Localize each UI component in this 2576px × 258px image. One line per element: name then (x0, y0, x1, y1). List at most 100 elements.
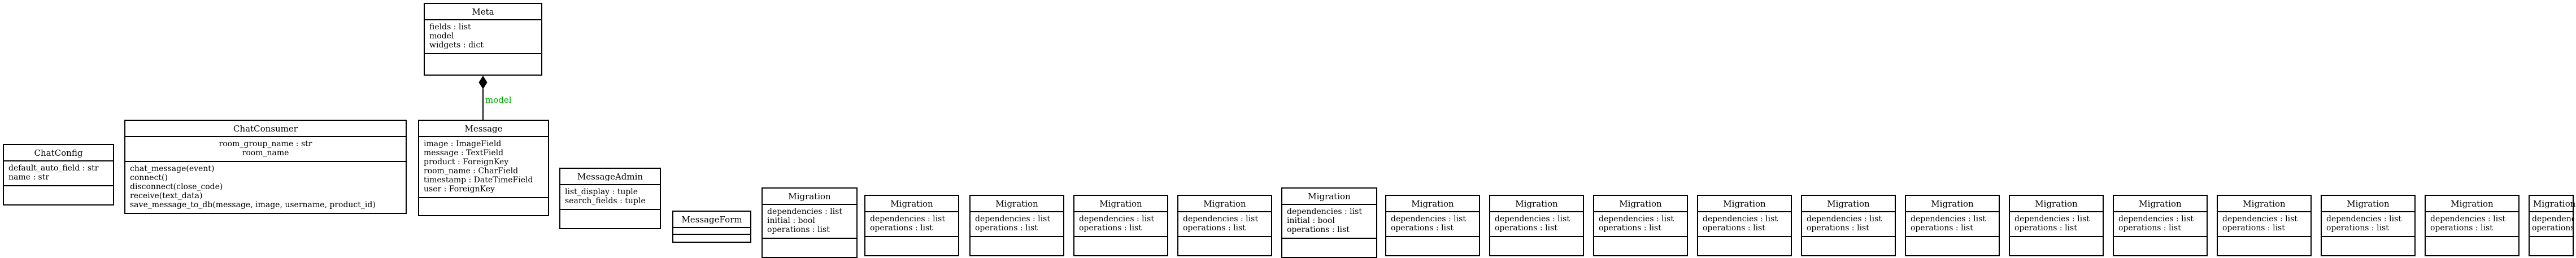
class-attributes: room_group_name : str room_name (125, 137, 406, 162)
class-migration-12[interactable]: Migration dependencies : list operations… (1905, 195, 2000, 256)
class-messageform[interactable]: MessageForm (672, 211, 751, 243)
class-name: MessageForm (673, 212, 750, 228)
class-attributes: dependencies : list operations : list (2010, 212, 2103, 237)
class-operations (2114, 237, 2207, 255)
class-migration-11[interactable]: Migration dependencies : list operations… (1801, 195, 1896, 256)
class-name: Message (419, 121, 548, 137)
class-name: Migration (1802, 196, 1895, 212)
class-migration-5[interactable]: Migration dependencies : list operations… (1177, 195, 1272, 256)
composition-diamond-icon (478, 76, 488, 89)
class-migration-2[interactable]: Migration dependencies : list operations… (864, 195, 959, 256)
class-name: Migration (1282, 189, 1376, 205)
class-attributes: dependencies : list initial : bool opera… (763, 205, 856, 239)
class-attributes: dependencies : list operations : list (1178, 212, 1271, 237)
class-operations (1282, 239, 1376, 257)
class-operations (4, 186, 113, 204)
class-name: Migration (1490, 196, 1583, 212)
class-attributes: dependencies : list initial : bool opera… (1282, 205, 1376, 239)
class-chatconsumer[interactable]: ChatConsumer room_group_name : str room_… (124, 120, 407, 214)
class-operations (1802, 237, 1895, 255)
class-name: Migration (763, 189, 856, 205)
class-diagram: model Meta fields : list model widgets :… (3, 3, 2575, 258)
class-attributes: dependencies : list operations : list (971, 212, 1063, 237)
class-migration-14[interactable]: Migration dependencies : list operations… (2113, 195, 2208, 256)
class-name: Migration (2114, 196, 2207, 212)
class-operations (419, 198, 548, 215)
class-messageadmin[interactable]: MessageAdmin list_display : tuple search… (559, 168, 661, 229)
class-attributes: dependencies : list operations : list (1074, 212, 1167, 237)
class-migration-3[interactable]: Migration dependencies : list operations… (969, 195, 1064, 256)
class-name: Migration (1906, 196, 1999, 212)
class-migration-6[interactable]: Migration dependencies : list initial : … (1281, 187, 1377, 258)
class-operations (1074, 237, 1167, 255)
class-attributes: fields : list model widgets : dict (425, 20, 541, 54)
class-migration-15[interactable]: Migration dependencies : list operations… (2217, 195, 2312, 256)
class-migration-13[interactable]: Migration dependencies : list operations… (2009, 195, 2104, 256)
class-attributes: dependencies : list operations : list (2530, 212, 2573, 237)
class-name: Migration (865, 196, 958, 212)
class-operations (2010, 237, 2103, 255)
class-operations: chat_message(event) connect() disconnect… (130, 164, 376, 209)
class-operations (2530, 237, 2573, 255)
class-name: ChatConsumer (125, 121, 406, 137)
class-migration-8[interactable]: Migration dependencies : list operations… (1489, 195, 1584, 256)
class-operations (2426, 237, 2518, 255)
class-attributes: dependencies : list operations : list (1906, 212, 1999, 237)
class-migration-18[interactable]: Migration dependencies : list operations… (2529, 195, 2575, 256)
class-name: Migration (2218, 196, 2310, 212)
class-migration-4[interactable]: Migration dependencies : list operations… (1073, 195, 1168, 256)
class-name: Migration (2530, 196, 2575, 212)
class-operations (1490, 237, 1583, 255)
class-message[interactable]: Message image : ImageField message : Tex… (418, 120, 549, 216)
class-name: MessageAdmin (560, 169, 660, 185)
class-name: Migration (1074, 196, 1167, 212)
class-operations (425, 54, 541, 75)
class-attributes: dependencies : list operations : list (1594, 212, 1687, 237)
class-operations (673, 235, 750, 242)
class-chatconfig[interactable]: ChatConfig default_auto_field : str name… (3, 144, 114, 205)
class-migration-1[interactable]: Migration dependencies : list initial : … (762, 187, 858, 258)
class-operations (560, 210, 660, 228)
class-operations (2322, 237, 2414, 255)
class-operations (1906, 237, 1999, 255)
class-name: Migration (971, 196, 1063, 212)
class-operations (971, 237, 1063, 255)
class-operations (1594, 237, 1687, 255)
relation-edges (478, 76, 488, 120)
class-attributes: dependencies : list operations : list (1386, 212, 1479, 237)
class-migration-16[interactable]: Migration dependencies : list operations… (2321, 195, 2416, 256)
class-name: Migration (1594, 196, 1687, 212)
class-operations (865, 237, 958, 255)
class-attributes: dependencies : list operations : list (2322, 212, 2414, 237)
relation-label-model: model (485, 95, 512, 105)
class-attributes: dependencies : list operations : list (2426, 212, 2518, 237)
class-attributes: dependencies : list operations : list (1698, 212, 1791, 237)
class-name: Migration (2322, 196, 2414, 212)
class-operations (763, 239, 856, 257)
class-attributes: dependencies : list operations : list (1490, 212, 1583, 237)
class-name: Migration (2426, 196, 2518, 212)
class-name: Migration (2010, 196, 2103, 212)
class-attributes: dependencies : list operations : list (865, 212, 958, 237)
class-migration-9[interactable]: Migration dependencies : list operations… (1593, 195, 1688, 256)
class-name: Migration (1698, 196, 1791, 212)
class-operations (2218, 237, 2310, 255)
class-meta[interactable]: Meta fields : list model widgets : dict (424, 3, 542, 76)
class-migration-10[interactable]: Migration dependencies : list operations… (1697, 195, 1792, 256)
class-attributes: default_auto_field : str name : str (4, 161, 113, 186)
class-migration-7[interactable]: Migration dependencies : list operations… (1385, 195, 1480, 256)
class-name: ChatConfig (4, 145, 113, 161)
class-attributes: list_display : tuple search_fields : tup… (560, 185, 660, 210)
class-operations (1386, 237, 1479, 255)
class-name: Meta (425, 4, 541, 20)
class-operations (1178, 237, 1271, 255)
class-attributes: image : ImageField message : TextField p… (419, 137, 548, 198)
class-name: Migration (1178, 196, 1271, 212)
class-attributes (673, 228, 750, 235)
class-attributes: dependencies : list operations : list (2114, 212, 2207, 237)
class-attributes: dependencies : list operations : list (1802, 212, 1895, 237)
class-operations (1698, 237, 1791, 255)
class-migration-17[interactable]: Migration dependencies : list operations… (2425, 195, 2520, 256)
class-attributes: dependencies : list operations : list (2218, 212, 2310, 237)
class-name: Migration (1386, 196, 1479, 212)
